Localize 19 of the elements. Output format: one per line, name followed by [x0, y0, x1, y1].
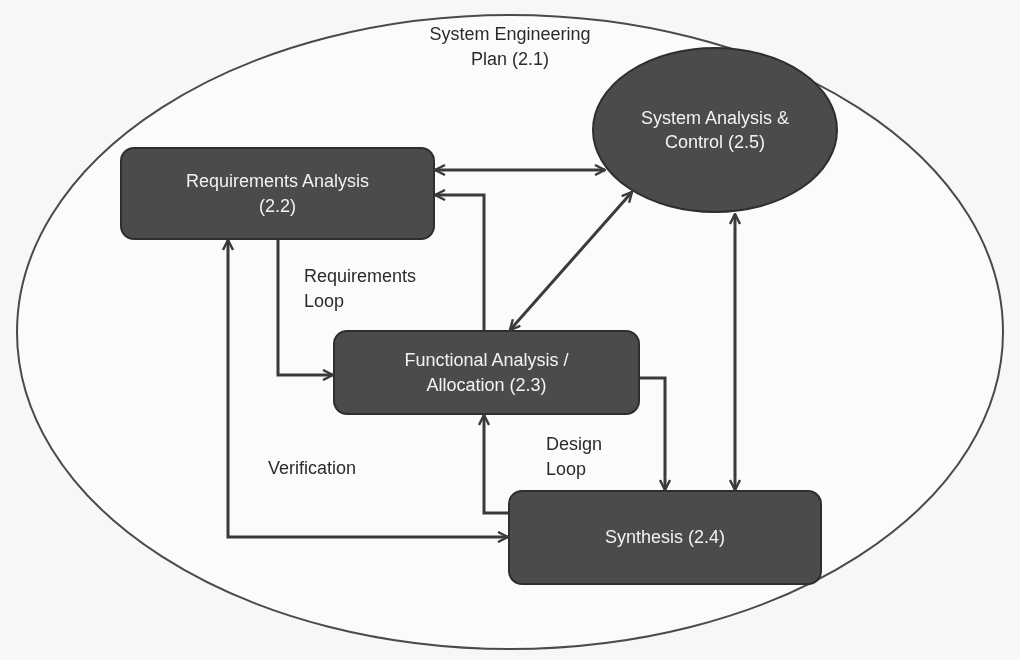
arrow	[640, 376, 672, 492]
arrow	[728, 212, 742, 492]
arrow	[477, 413, 508, 515]
arrow	[433, 188, 486, 330]
process-label: Functional Analysis / Allocation (2.3)	[403, 349, 570, 397]
arrow	[508, 190, 634, 332]
loop-label: Verification	[268, 457, 358, 480]
process-label: Synthesis (2.4)	[604, 526, 726, 550]
arrow	[433, 163, 607, 177]
arrow	[221, 238, 510, 544]
loop-label: Design Loop	[546, 433, 604, 482]
loop-label: Requirements Loop	[304, 265, 418, 314]
arrow	[276, 240, 335, 382]
process-box	[508, 490, 822, 585]
process-label: System Analysis & Control (2.5)	[640, 106, 790, 154]
process-box	[333, 330, 640, 415]
process-box	[120, 147, 435, 240]
process-label: Requirements Analysis (2.2)	[184, 170, 371, 218]
plan-title: System Engineering Plan (2.1)	[428, 23, 592, 72]
